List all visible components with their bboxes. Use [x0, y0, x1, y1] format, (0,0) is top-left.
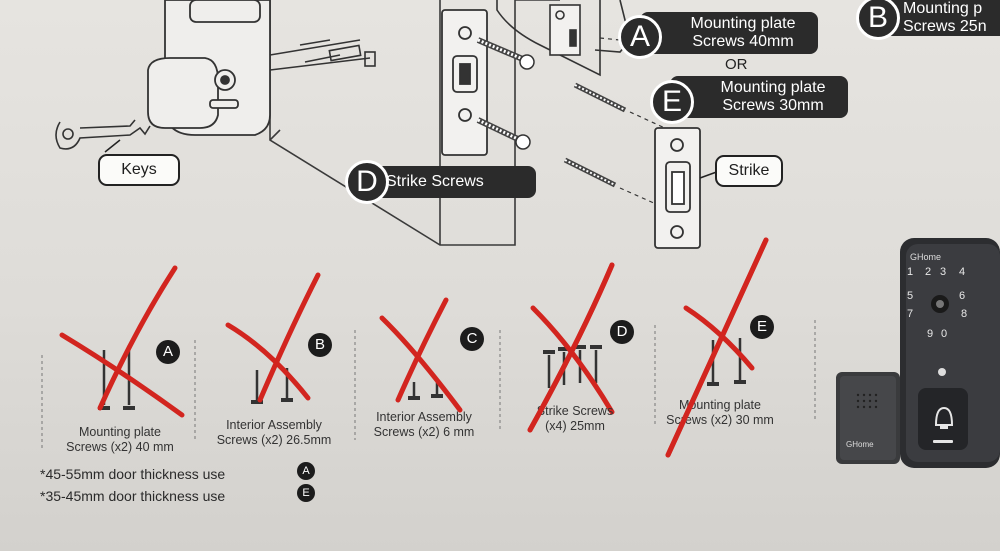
item-d-caption: Strike Screws (x4) 25mm [505, 404, 645, 434]
item-c-badge: C [460, 327, 484, 351]
key-1: 1 [907, 266, 914, 278]
key-4: 4 [959, 266, 966, 278]
note-e-badge: E [297, 484, 315, 502]
mounting-a-line2: Screws 40mm [692, 33, 794, 50]
mounting-a-line1: Mounting plate [690, 15, 796, 32]
item-a-caption: Mounting plate Screws (x2) 40 mm [50, 425, 190, 455]
key-2: 2 [925, 266, 932, 278]
key-3: 3 [940, 266, 947, 278]
item-a-badge: A [156, 340, 180, 364]
key-6: 6 [959, 290, 966, 302]
mounting-a-callout: Mounting plate Screws 40mm [640, 12, 818, 54]
strike-screw-upper [476, 37, 535, 70]
item-c-line2: Screws (x2) 6 mm [373, 425, 475, 439]
item-c-line1: Interior Assembly [376, 410, 472, 424]
note-e-text: *35-45mm door thickness use [40, 488, 226, 504]
smart-lock-photo [900, 238, 1000, 468]
key-9: 9 [927, 328, 934, 340]
note-a-text: *45-55mm door thickness use [40, 466, 226, 482]
doorbell-chime-photo [836, 372, 900, 464]
letter-d-badge: D [345, 160, 389, 204]
item-b-badge: B [308, 333, 332, 357]
mounting-e-line2: Screws 30mm [722, 97, 824, 114]
item-d-line2: (x4) 25mm [545, 419, 605, 433]
door-outline [269, 0, 560, 246]
chime-brand-label: GHome [846, 440, 874, 449]
strike-plate-drawing [654, 127, 701, 249]
item-a-line2: Screws (x2) 40 mm [66, 440, 174, 454]
door-frame-drawing [496, 0, 631, 77]
lock-brand-label: GHome [910, 252, 942, 262]
interior-lock-drawing [147, 0, 271, 136]
mounting-b-line2: Screws 25n [903, 18, 987, 35]
mounting-e-callout: Mounting plate Screws 30mm [670, 76, 848, 118]
faceplate-drawing [441, 9, 488, 156]
key-7: 7 [907, 308, 914, 320]
item-e-line1: Mounting plate [678, 398, 761, 412]
mounting-e-line1: Mounting plate [720, 79, 826, 96]
item-c-caption: Interior Assembly Screws (x2) 6 mm [354, 410, 494, 440]
spindle-cable [269, 39, 376, 71]
note-a: *45-55mm door thickness use [40, 466, 225, 482]
item-d-badge: D [610, 320, 634, 344]
strike-screws-label: Strike Screws [386, 173, 484, 190]
item-b-caption: Interior Assembly Screws (x2) 26.5mm [204, 418, 344, 448]
item-a-line1: Mounting plate [78, 425, 161, 439]
strike-screws-callout: Strike Screws [360, 166, 536, 198]
strike-screw-lower [476, 117, 531, 150]
key-0: 0 [941, 328, 948, 340]
note-a-badge: A [297, 462, 315, 480]
letter-b-badge: B [856, 0, 900, 40]
item-b-line2: Screws (x2) 26.5mm [216, 433, 332, 447]
or-label: OR [725, 56, 748, 73]
key-8: 8 [961, 308, 968, 320]
note-e: *35-45mm door thickness use [40, 488, 225, 504]
key-5: 5 [907, 290, 914, 302]
item-e-badge: E [750, 315, 774, 339]
letter-a-badge: A [618, 15, 662, 59]
letter-e-badge: E [650, 80, 694, 124]
item-e-line2: Screws (x2) 30 mm [666, 413, 774, 427]
strike-callout: Strike [715, 155, 783, 187]
item-dividers [41, 320, 816, 450]
frame-screws [563, 82, 627, 188]
item-d-line1: Strike Screws [536, 404, 614, 418]
mounting-b-line1: Mounting p [903, 0, 983, 17]
keys-callout: Keys [98, 154, 180, 186]
item-b-line1: Interior Assembly [226, 418, 322, 432]
item-e-caption: Mounting plate Screws (x2) 30 mm [650, 398, 790, 428]
key-drawing [55, 119, 151, 150]
